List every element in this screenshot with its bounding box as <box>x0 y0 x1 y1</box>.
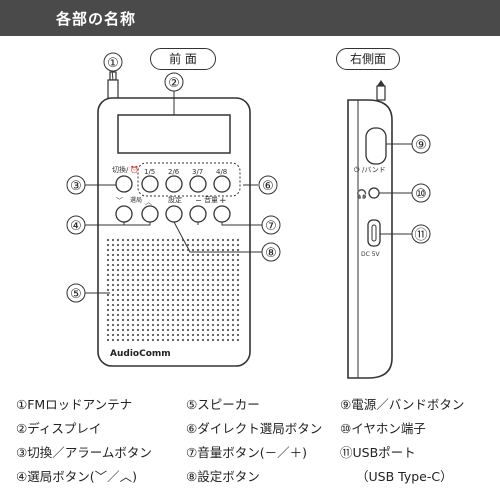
svg-text:+: + <box>219 196 227 206</box>
svg-text:⏻: ⏻ <box>354 166 360 174</box>
display <box>117 114 231 154</box>
legend-item: ⑧設定ボタン <box>186 469 260 484</box>
preset-label-1: 1/5 <box>144 168 155 176</box>
callout-5: ⑤ <box>66 283 86 303</box>
callout-6: ⑥ <box>258 175 278 195</box>
power-band-label: /バンド <box>362 166 386 174</box>
side-view-label: 右側面 <box>336 48 400 70</box>
svg-text:③: ③ <box>70 179 82 194</box>
svg-text:⑨: ⑨ <box>415 138 427 153</box>
callout-1: ① <box>103 52 123 72</box>
svg-text:︿: ︿ <box>145 198 152 206</box>
svg-text:⑪: ⑪ <box>414 228 427 243</box>
section-title: 各部の名称 <box>56 10 137 28</box>
callout-4: ④ <box>66 215 86 235</box>
tune-buttons: ﹀ 選局 ︿ <box>115 196 159 223</box>
preset-label-3: 3/7 <box>192 168 203 176</box>
tune-label: 選局 <box>130 196 142 204</box>
callout-10: ⑩ <box>411 183 431 203</box>
legend-item: ⑤スピーカー <box>186 397 260 412</box>
callout-3: ③ <box>66 175 86 195</box>
svg-text:②: ② <box>168 76 180 91</box>
legend-item: ⑥ダイレクト選局ボタン <box>186 421 323 436</box>
svg-text:🎧: 🎧 <box>356 188 367 200</box>
callout-2: ② <box>164 72 184 92</box>
callout-8: ⑧ <box>261 242 281 262</box>
switch-label: 切換/ <box>112 165 129 174</box>
preset-label-2: 2/6 <box>168 168 180 176</box>
power-band-button: ⏻ /バンド <box>354 127 387 174</box>
legend-item: ⑦音量ボタン(－／＋) <box>186 445 307 460</box>
switch-alarm-button: 切換/ ⏰ <box>112 165 139 193</box>
preset-buttons: 1/5 2/6 3/7 4/8 <box>141 168 231 193</box>
section-header: 各部の名称 <box>0 0 500 36</box>
volume-buttons: − 音量 + <box>189 195 231 223</box>
legend-item: ⑪USBポート <box>340 445 416 460</box>
svg-text:⑧: ⑧ <box>265 246 277 261</box>
svg-text:①: ① <box>107 56 119 71</box>
usb-port: DC 5V <box>361 219 381 258</box>
svg-text:⏰: ⏰ <box>130 165 139 174</box>
svg-text:⑥: ⑥ <box>262 179 274 194</box>
svg-text:−: − <box>195 196 202 205</box>
preset-label-4: 4/8 <box>216 168 227 176</box>
svg-text:⑩: ⑩ <box>415 187 427 202</box>
svg-text:⑤: ⑤ <box>70 287 82 302</box>
callout-lines <box>85 69 412 294</box>
legend-column-1: ①FMロッドアンテナ ②ディスプレイ ③切換／アラームボタン ④選局ボタン(﹀／… <box>16 393 152 489</box>
legend-item: ⑨電源／バンドボタン <box>340 397 465 412</box>
legend-item: ⑩イヤホン端子 <box>340 421 426 436</box>
dc-label: DC 5V <box>361 251 381 258</box>
svg-text:﹀: ﹀ <box>116 197 123 205</box>
earphone-jack: 🎧 <box>356 187 380 200</box>
brand-logo: AudioComm <box>110 349 171 359</box>
setting-label: 設定 <box>168 195 182 204</box>
svg-text:④: ④ <box>70 219 82 234</box>
legend-item: ②ディスプレイ <box>16 421 102 436</box>
legend-item: ④選局ボタン(﹀／︿) <box>16 469 137 484</box>
legend-column-2: ⑤スピーカー ⑥ダイレクト選局ボタン ⑦音量ボタン(－／＋) ⑧設定ボタン <box>186 393 322 489</box>
front-view-label: 前 面 <box>150 48 216 70</box>
volume-label: 音量 <box>204 195 218 204</box>
callout-7: ⑦ <box>261 215 281 235</box>
legend-item: ③切換／アラームボタン <box>16 445 152 460</box>
legend-item: ①FMロッドアンテナ <box>16 397 133 412</box>
speaker-grille <box>106 238 240 342</box>
callout-11: ⑪ <box>411 224 431 244</box>
legend-item: （USB Type-C） <box>356 469 453 484</box>
svg-text:⑦: ⑦ <box>265 219 277 234</box>
setting-button: 設定 <box>165 195 183 223</box>
side-antenna <box>376 80 386 101</box>
legend-column-3: ⑨電源／バンドボタン ⑩イヤホン端子 ⑪USBポート （USB Type-C） <box>340 393 464 489</box>
callout-9: ⑨ <box>411 134 431 154</box>
